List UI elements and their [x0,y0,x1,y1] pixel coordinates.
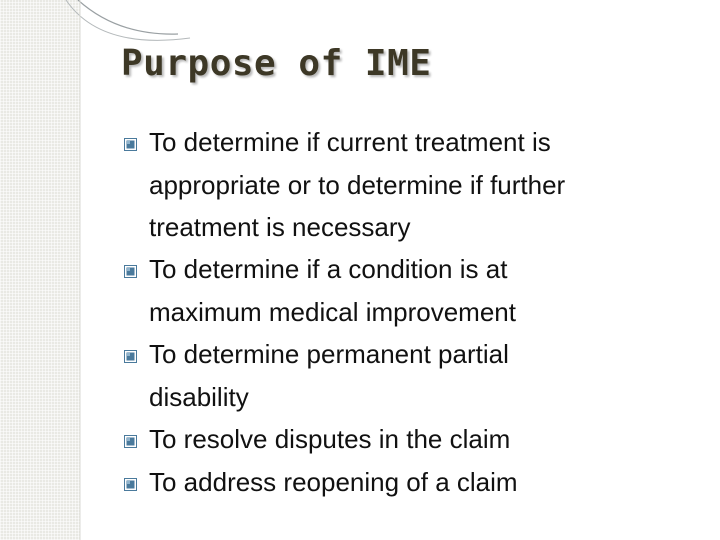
bullet-item: To determine if a condition is at maximu… [124,248,699,333]
bullet-item: To address reopening of a claim [124,461,699,504]
bullet-item: To resolve disputes in the claim [124,418,699,461]
bullet-text-line: To determine if current treatment is [149,127,551,157]
checkbox-bullet-icon [124,350,137,363]
outer-arc [77,0,179,35]
bullet-item: To determine permanent partial disabilit… [124,333,699,418]
bullet-text-line: treatment is necessary [149,212,411,242]
bullet-text-line: To determine permanent partial [149,339,509,369]
slide-title: Purpose of IME [121,43,432,84]
inner-arc [65,0,191,41]
checkbox-bullet-icon [124,138,137,151]
checkbox-bullet-icon [124,478,137,491]
left-texture-band [0,0,80,540]
bullet-text-line: maximum medical improvement [149,297,516,327]
checkbox-bullet-icon [124,265,137,278]
bullet-text-line: To address reopening of a claim [149,467,518,497]
bullet-text-line: To resolve disputes in the claim [149,424,511,454]
bullet-list: To determine if current treatment is app… [124,121,699,504]
checkbox-bullet-icon [124,435,137,448]
bullet-text-line: disability [149,382,249,412]
bullet-text-line: appropriate or to determine if further [149,170,566,200]
bullet-item: To determine if current treatment is app… [124,121,699,248]
bullet-text-line: To determine if a condition is at [149,254,508,284]
